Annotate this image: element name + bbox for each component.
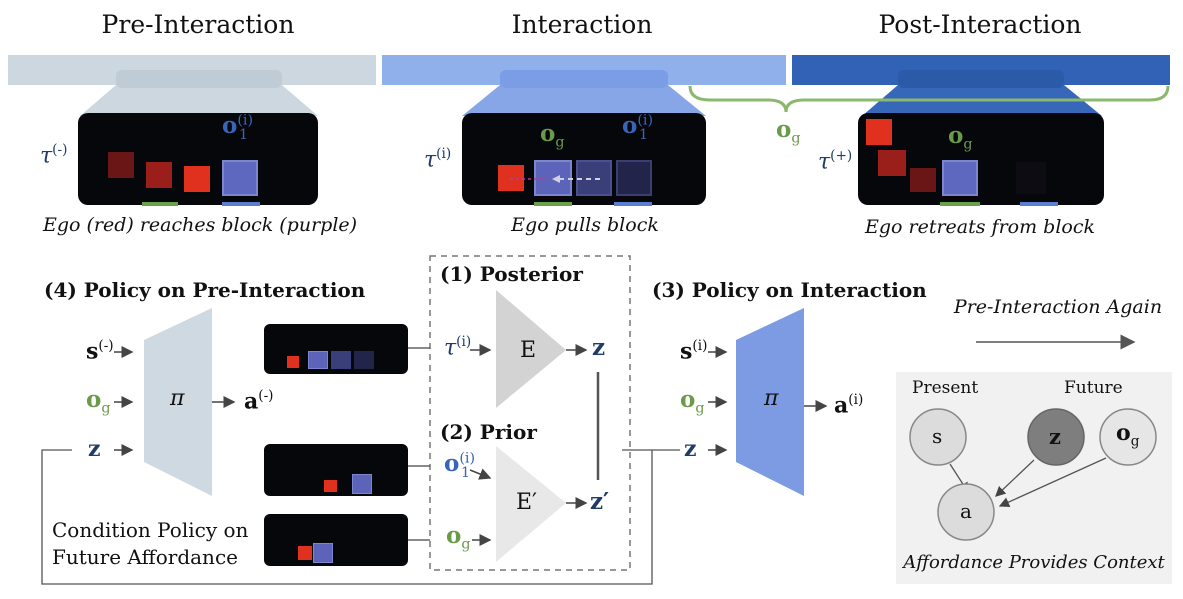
caption-post: Ego retreats from block [865,216,1095,238]
encoder-Eprime-shape [496,446,566,562]
projection-interaction [462,85,706,116]
graph-panel [896,372,1172,584]
underline-green-pre [142,202,178,206]
label-zprime: z′ [590,488,610,515]
node-og [1099,408,1157,466]
block-red-faded-post-2 [910,168,936,192]
small-red-3 [298,546,312,560]
label-tau-int: τ(i) [424,146,452,173]
block-dark-post [1016,162,1046,194]
condition-text-line2: Future Affordance [52,545,238,569]
block-red-ego-post [866,119,892,145]
label-z-posterior: z [592,334,606,361]
small-purple-2 [331,351,351,369]
label-s-pre: s(-) [86,338,114,365]
label-og-int: og [540,120,565,151]
header-post-interaction: Post-Interaction [878,10,1082,39]
node-a [937,483,995,541]
caption-pre: Ego (red) reaches block (purple) [42,214,358,236]
underline-green-int [534,202,572,206]
underline-blue-int [614,202,652,206]
graph-node-a-label: a [960,499,972,523]
block-purple [222,160,258,196]
encoder-dashed-box [429,255,631,571]
graph-node-og-label: og [1116,420,1140,450]
section-prior: (2) Prior [440,420,537,444]
condition-text-line1: Condition Policy on [52,518,249,542]
block-red-faded-post-1 [878,150,906,176]
policy-interaction-shape [736,308,804,496]
label-tau-post: τ(+) [818,148,853,175]
label-og-int-policy: og [680,386,705,417]
label-s-int: s(i) [680,338,708,365]
projection-pre [80,85,318,116]
label-og-post: og [948,122,973,153]
section-policy-pre: (4) Policy on Pre-Interaction [44,278,366,302]
label-z-pre: z [88,436,101,462]
block-purple-faded-int-2 [616,160,652,196]
label-o1-int: o(i)1 [622,112,654,143]
label-E: E [520,338,537,363]
label-tau-posterior: τ(i) [444,334,472,361]
header-interaction: Interaction [511,10,653,39]
block-red-ego [184,166,210,192]
small-purple-3 [354,351,374,369]
block-purple-int [534,160,572,196]
caption-interaction: Ego pulls block [511,214,659,236]
graph-caption: Affordance Provides Context [903,552,1165,573]
underline-blue-post [1020,202,1058,206]
graph-label-future: Future [1064,378,1123,398]
graph-node-z-label: z [1049,424,1061,449]
label-pi-pre: π [170,386,185,411]
block-red-ego-int [498,165,524,191]
screen-small-goal [264,514,408,566]
node-s [909,408,967,466]
label-og-brace: og [776,116,801,147]
label-a-int: a(i) [834,392,864,419]
node-z [1027,408,1085,466]
small-red-1 [287,356,299,368]
block-red-faded-2 [146,162,172,188]
condition-loop-line [41,449,653,585]
small-purple-4 [352,474,372,494]
small-purple-1 [308,351,328,369]
slice-interaction [500,70,668,88]
slice-pre [116,70,282,88]
graph-label-present: Present [912,378,979,398]
small-red-2 [324,480,337,492]
label-og-pre: og [86,386,111,417]
label-o1-pre: o(i)1 [222,112,254,143]
section-policy-interaction: (3) Policy on Interaction [652,278,927,302]
label-tau-pre: τ(-) [40,142,68,169]
underline-blue-pre [222,202,260,206]
graph-node-s-label: s [932,424,943,448]
block-purple-post [942,160,978,196]
slice-post [898,70,1064,88]
encoder-E-shape [496,290,566,408]
label-z-int: z [684,436,697,462]
policy-pre-shape [144,308,212,496]
block-red-faded-1 [108,152,134,178]
label-og-prior: og [446,522,471,553]
goal-brace [688,85,1170,113]
underline-green-post [940,202,980,206]
section-pre-again: Pre-Interaction Again [953,296,1163,318]
label-Eprime: E′ [516,490,538,515]
label-a-pre: a(-) [244,388,274,415]
header-pre-interaction: Pre-Interaction [101,10,295,39]
small-purple-5 [313,543,333,563]
section-posterior: (1) Posterior [440,262,583,286]
label-o1-prior: o(i)1 [444,450,476,481]
label-pi-int: π [764,386,779,411]
